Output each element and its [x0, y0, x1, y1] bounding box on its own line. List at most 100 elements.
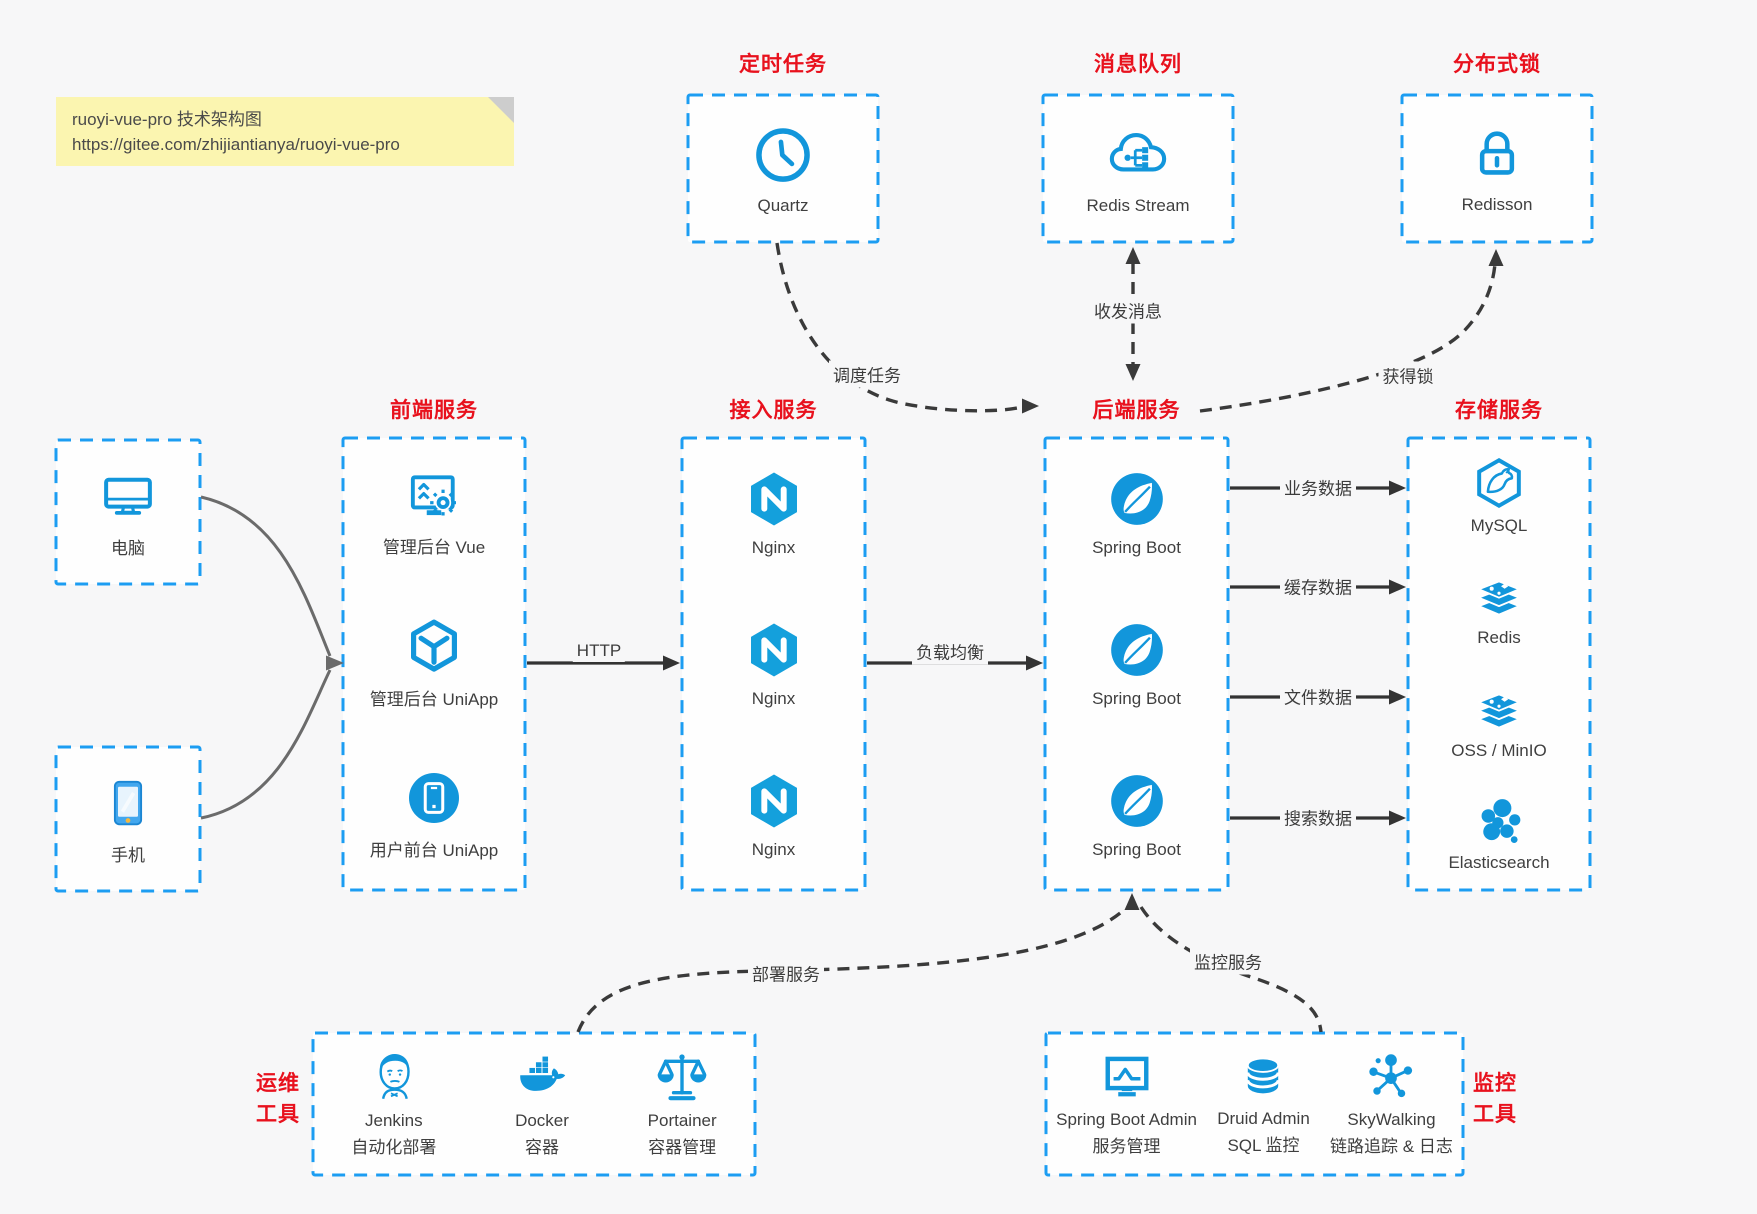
node-jenkins: Jenkins 自动化部署 — [351, 1048, 436, 1160]
edge-label-loadbalance: 负载均衡 — [912, 637, 988, 665]
edge-label-lock: 获得锁 — [1378, 361, 1438, 389]
title-monitor-line2: 工具 — [1473, 1103, 1517, 1126]
node-label: 管理后台 Vue — [382, 537, 486, 557]
edge-label-monitor: 监控服务 — [1190, 947, 1266, 975]
node-label: Redis Stream — [1086, 195, 1190, 215]
node-label: Nginx — [751, 538, 796, 558]
scheduler-box: Quartz — [688, 95, 878, 242]
node-label: Spring Boot — [1092, 839, 1181, 859]
clock-icon — [756, 127, 810, 182]
monitor-box: Spring Boot Admin 服务管理 Druid Admin SQL 监… — [1046, 1033, 1463, 1175]
pc-box: 电脑 — [56, 440, 200, 584]
spring-boot-icon — [1110, 774, 1163, 827]
node-oss-minio: OSS / MinIO — [1451, 682, 1547, 761]
edge-deploy-curve — [576, 906, 1128, 1033]
node-label: 管理后台 UniApp — [369, 690, 499, 710]
redis-stack-icon — [1477, 580, 1521, 616]
edge-computer-to-frontend — [200, 495, 332, 657]
edge-label-message: 收发消息 — [1090, 296, 1166, 324]
scheduler-box-border — [686, 93, 880, 244]
desktop-icon — [104, 477, 152, 515]
title-backend: 后端服务 — [1092, 399, 1181, 422]
sticky-note: ruoyi-vue-pro 技术架构图 https://gitee.com/zh… — [56, 97, 514, 166]
node-label: 手机 — [111, 845, 145, 865]
node-spring-boot-admin: Spring Boot Admin 服务管理 — [1056, 1049, 1197, 1159]
portainer-icon — [657, 1054, 707, 1101]
node-sublabel: 服务管理 — [1092, 1137, 1161, 1156]
search-data-arrowhead — [1389, 810, 1406, 826]
admin-vue-icon — [410, 475, 456, 516]
docker-icon — [520, 1056, 566, 1091]
file-data-arrowhead — [1389, 689, 1406, 705]
lock-box: Redisson — [1402, 95, 1592, 242]
title-monitor-line1: 监控 — [1473, 1072, 1517, 1095]
jenkins-icon — [379, 1054, 410, 1100]
oss-stack-icon — [1477, 693, 1521, 729]
cache-data-arrowhead — [1389, 579, 1406, 595]
node-sublabel: 容器 — [525, 1138, 559, 1157]
phone-icon — [113, 780, 143, 825]
title-monitor-tools: 监控 工具 — [1473, 1068, 1517, 1130]
message-up-arrowhead — [1125, 247, 1141, 264]
lock-box-border — [1400, 93, 1594, 244]
node-elasticsearch: Elasticsearch — [1448, 794, 1550, 873]
node-label: Spring Boot Admin — [1056, 1110, 1197, 1129]
node-nginx-2: Nginx — [743, 619, 805, 709]
clients-arrowhead — [326, 655, 344, 671]
node-label: Nginx — [751, 688, 796, 708]
node-sublabel: 链路追踪 & 日志 — [1330, 1137, 1453, 1156]
title-ops-line1: 运维 — [256, 1072, 300, 1095]
business-data-arrowhead — [1389, 480, 1406, 496]
title-frontend: 前端服务 — [390, 399, 478, 422]
node-docker: Docker 容器 — [513, 1048, 571, 1160]
node-redis: Redis — [1472, 569, 1526, 648]
loadbalance-arrowhead — [1026, 655, 1043, 671]
node-redis-stream: Redis Stream — [1086, 122, 1190, 216]
node-label: Nginx — [751, 839, 796, 859]
http-arrowhead — [663, 655, 680, 671]
title-lock: 分布式锁 — [1453, 53, 1541, 76]
spring-boot-icon — [1110, 473, 1163, 526]
edge-label-deploy: 部署服务 — [748, 959, 824, 987]
node-label: Portainer — [647, 1111, 717, 1130]
node-label: OSS / MinIO — [1451, 740, 1547, 760]
node-sublabel: SQL 监控 — [1227, 1136, 1300, 1155]
druid-icon — [1246, 1057, 1281, 1094]
frontend-box: 管理后台 Vue 管理后台 UniApp 用户前台 UniApp — [343, 438, 525, 890]
title-ops-tools: 运维 工具 — [256, 1068, 300, 1130]
nginx-icon — [750, 774, 797, 828]
node-sublabel: 容器管理 — [648, 1138, 717, 1157]
schedule-arrowhead — [1022, 398, 1039, 414]
node-druid-admin: Druid Admin SQL 监控 — [1217, 1050, 1310, 1158]
user-app-icon — [408, 773, 459, 824]
spring-boot-icon — [1110, 624, 1163, 676]
elasticsearch-icon — [1481, 799, 1521, 844]
note-fold — [488, 97, 514, 123]
node-label: 电脑 — [111, 538, 145, 558]
node-nginx-3: Nginx — [743, 770, 805, 860]
edge-phone-to-frontend — [200, 669, 332, 820]
node-mysql: MySQL — [1471, 455, 1527, 536]
node-label: Druid Admin — [1217, 1109, 1310, 1128]
edge-lock-curve — [1199, 263, 1497, 413]
node-user-uniapp: 用户前台 UniApp — [370, 768, 498, 861]
title-gateway: 接入服务 — [729, 399, 818, 422]
node-label: Elasticsearch — [1448, 853, 1550, 873]
node-skywalking: SkyWalking 链路追踪 & 日志 — [1330, 1049, 1453, 1159]
ops-box: Jenkins 自动化部署 Docker 容器 — [313, 1033, 755, 1175]
node-label: 用户前台 UniApp — [369, 841, 499, 861]
node-label: SkyWalking — [1347, 1110, 1436, 1129]
node-quartz: Quartz — [750, 122, 816, 216]
node-label: Spring Boot — [1092, 538, 1181, 558]
lock-arrowhead — [1488, 249, 1504, 266]
uniapp-cube-icon — [410, 620, 457, 673]
node-admin-uniapp: 管理后台 UniApp — [370, 615, 498, 710]
node-label: Redis — [1477, 628, 1521, 648]
backend-box: Spring Boot Spring Boot Spring Boot — [1045, 438, 1228, 890]
node-phone: 手机 — [98, 773, 158, 866]
title-scheduler: 定时任务 — [739, 53, 827, 76]
title-storage: 存储服务 — [1455, 399, 1543, 422]
lock-icon — [1479, 131, 1515, 175]
gateway-box: Nginx Nginx Nginx — [682, 438, 865, 890]
node-nginx-1: Nginx — [743, 468, 805, 558]
